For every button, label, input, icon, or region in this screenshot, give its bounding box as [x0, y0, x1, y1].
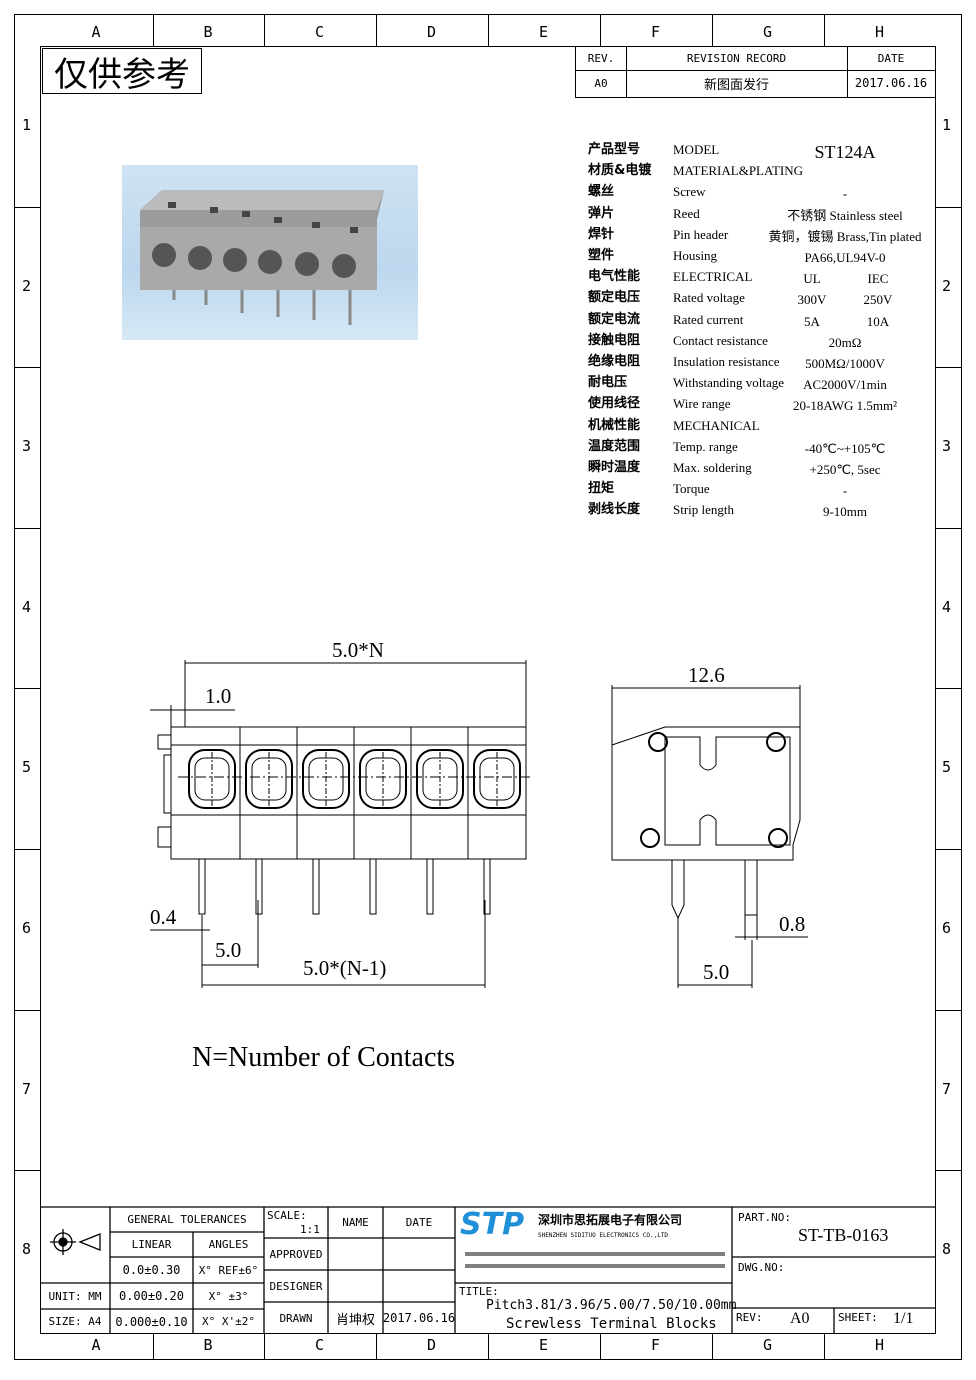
dim-span: 5.0*(N-1): [303, 956, 387, 980]
row-label: 7: [22, 1079, 32, 1098]
column-label: A: [91, 23, 101, 41]
record-header: REVISION RECORD: [686, 51, 787, 65]
column-label: B: [203, 1336, 213, 1354]
tol-angle-2: X° ±3°: [208, 1289, 249, 1303]
row-label: 4: [22, 597, 32, 616]
rev-label: REV:: [736, 1311, 763, 1324]
sheet-label: SHEET:: [838, 1311, 878, 1324]
column-label: H: [875, 23, 885, 41]
rev-value: A0: [594, 76, 608, 90]
rev-value: A0: [790, 1310, 810, 1327]
column-label: D: [427, 23, 437, 41]
row-label: 1: [942, 116, 952, 134]
dwg-no-label: DWG.NO:: [738, 1261, 785, 1274]
angles-header: ANGLES: [208, 1238, 249, 1251]
tol-linear-1: 0.0±0.30: [122, 1263, 181, 1277]
title-label: TITLE:: [459, 1285, 499, 1298]
tol-linear-2: 0.00±0.20: [118, 1289, 185, 1303]
drawn-date: 2017.06.16: [382, 1311, 456, 1325]
row-label: 7: [942, 1079, 952, 1098]
company-name-cn: 深圳市思拓展电子有限公司: [538, 1213, 683, 1227]
column-label: D: [427, 1336, 437, 1354]
sheet-value: 1/1: [893, 1310, 914, 1327]
dim-depth: 12.6: [688, 663, 725, 687]
row-label: 8: [22, 1240, 32, 1259]
dim-side-pin: 0.8: [779, 912, 806, 936]
tol-angle-1: X° REF±6°: [198, 1263, 259, 1277]
tol-angle-3: X° X'±2°: [202, 1315, 255, 1328]
rev-header: REV.: [587, 51, 615, 65]
scale-value: 1:1: [300, 1223, 320, 1236]
company-name-en: SHENZHEN SIDITUO ELECTRONICS CO.,LTD: [538, 1232, 669, 1239]
row-label: 3: [22, 437, 32, 456]
row-label: 6: [942, 919, 952, 937]
unit-label: UNIT: MM: [48, 1289, 102, 1303]
contacts-note: N=Number of Contacts: [192, 1042, 456, 1073]
reference-stamp: 仅供参考: [42, 48, 202, 95]
size-label: SIZE: A4: [48, 1315, 102, 1328]
record-value: 新图面发行: [703, 77, 769, 93]
column-label: F: [651, 1336, 661, 1354]
scale-label: SCALE:: [267, 1209, 307, 1222]
row-label: 2: [942, 276, 952, 295]
column-label: H: [875, 1336, 885, 1354]
part-no-label: PART.NO:: [738, 1211, 791, 1224]
inner-border: [40, 46, 936, 1334]
date-header: DATE: [405, 1216, 433, 1229]
projection-symbol-icon: [50, 1229, 101, 1255]
row-label: 4: [942, 597, 952, 616]
column-label: E: [539, 23, 549, 41]
designer-label: DESIGNER: [269, 1279, 323, 1293]
column-label: C: [315, 1336, 325, 1354]
title-line-2: Screwless Terminal Blocks: [506, 1316, 717, 1332]
column-label: E: [539, 1336, 549, 1354]
row-label: 8: [942, 1240, 952, 1259]
date-header: DATE: [877, 51, 905, 65]
dim-width: 5.0*N: [332, 638, 384, 662]
row-label: 6: [22, 919, 32, 937]
dim-pin: 0.4: [150, 905, 177, 929]
date-value: 2017.06.16: [854, 76, 928, 90]
product-photo: [122, 165, 418, 340]
row-label: 1: [22, 116, 32, 134]
column-label: A: [91, 1336, 101, 1354]
dim-offset: 1.0: [205, 684, 232, 708]
row-label: 5: [942, 758, 952, 777]
column-label: C: [315, 23, 325, 41]
part-no-value: ST-TB-0163: [798, 1225, 889, 1245]
row-label: 3: [942, 437, 952, 456]
column-label: F: [651, 23, 661, 41]
column-label: G: [763, 1336, 773, 1354]
drawn-name: 肖坤权: [335, 1312, 375, 1328]
name-header: NAME: [342, 1216, 369, 1229]
dim-side-pitch: 5.0: [703, 960, 730, 984]
title-line-1: Pitch3.81/3.96/5.00/7.50/10.00mm: [486, 1298, 737, 1313]
company-logo: STP: [460, 1207, 525, 1242]
tol-linear-3: 0.000±0.10: [115, 1314, 188, 1329]
terminal-block-photo-icon: [140, 190, 384, 325]
drawn-label: DRAWN: [279, 1311, 313, 1325]
tol-header: GENERAL TOLERANCES: [127, 1213, 247, 1226]
row-label: 2: [22, 276, 32, 295]
column-label: B: [203, 23, 213, 41]
column-label: G: [763, 23, 773, 41]
revision-table: REV. REVISION RECORD DATE A0 新图面发行 2017.…: [575, 46, 936, 98]
company-contacts: [465, 1250, 725, 1274]
dim-pitch: 5.0: [215, 938, 242, 962]
approved-label: APPROVED: [269, 1247, 323, 1261]
linear-header: LINEAR: [131, 1238, 172, 1251]
row-label: 5: [22, 758, 32, 777]
